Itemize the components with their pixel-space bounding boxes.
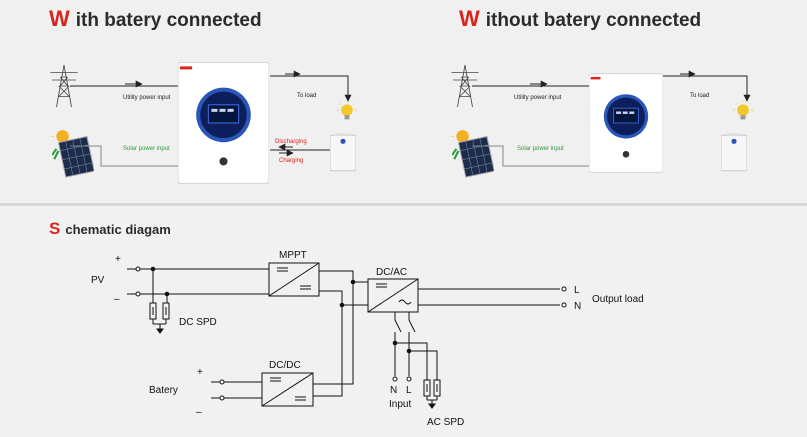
- with-battery-diagram: Utility power input Solar power input To…: [50, 62, 357, 184]
- inverter-icon: [589, 73, 663, 173]
- top-panel: [0, 0, 807, 203]
- utility-power-label: Utility power input: [514, 95, 562, 101]
- ac-spd-label: AC SPD: [427, 417, 464, 428]
- output-load-label: Output load: [592, 294, 644, 305]
- without-battery-diagram: Utility power input Solar power input To…: [451, 64, 753, 179]
- battery-icon: [721, 132, 747, 172]
- battery-label: Batery: [149, 385, 178, 396]
- schematic-diagram: [127, 262, 567, 409]
- dcac-label: DC/AC: [376, 267, 407, 278]
- input-label: Input: [389, 399, 411, 410]
- bulb-icon: [733, 101, 753, 120]
- pv-minus-label: –: [114, 294, 120, 305]
- battery-plus-label: +: [197, 367, 203, 378]
- utility-power-label: Utility power input: [123, 95, 171, 101]
- panel-divider: [0, 203, 807, 206]
- battery-icon: [330, 132, 356, 172]
- bottom-panel: [0, 206, 807, 437]
- to-load-label: To load: [690, 93, 709, 99]
- mppt-label: MPPT: [279, 250, 307, 261]
- bulb-icon: [337, 101, 357, 120]
- battery-minus-label: –: [196, 407, 202, 418]
- solar-power-label: Solar power input: [123, 146, 170, 152]
- to-load-label: To load: [297, 93, 316, 99]
- pv-plus-label: +: [115, 254, 121, 265]
- dcdc-label: DC/DC: [269, 360, 301, 371]
- solar-power-label: Solar power input: [517, 146, 564, 152]
- solar-panel-icon: [452, 128, 494, 179]
- output-n-label: N: [574, 301, 581, 312]
- discharging-label: Discharging: [275, 139, 307, 145]
- output-l-label: L: [574, 285, 580, 296]
- input-n-label: N: [390, 385, 397, 396]
- dc-spd-label: DC SPD: [179, 317, 217, 328]
- charging-label: Charging: [279, 158, 303, 164]
- pv-label: PV: [91, 275, 105, 286]
- input-l-label: L: [406, 385, 412, 396]
- inverter-icon: [178, 62, 269, 184]
- schematic-labels: PV + – MPPT DC/AC DC/DC DC SPD Batery + …: [91, 250, 644, 428]
- solar-panel-icon: [52, 128, 94, 179]
